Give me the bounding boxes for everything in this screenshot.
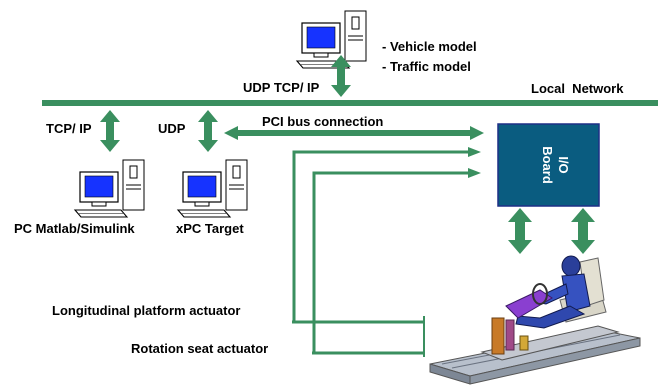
server-network-arrow <box>331 55 351 97</box>
io-board-simulator-arrow-left <box>508 208 532 254</box>
target-pc-label: xPC Target <box>176 221 244 236</box>
io-board-label-line2: Board <box>540 146 555 184</box>
host-pc-protocol-label: TCP/ IP <box>46 121 92 136</box>
io-board-label-line1: I/O <box>556 156 571 173</box>
target-pc-network-arrow <box>198 110 218 152</box>
host-computer-icon <box>74 159 145 218</box>
local-network-bus <box>42 100 658 106</box>
rotation-actuator-signal-line <box>312 168 481 353</box>
pci-bus-label: PCI bus connection <box>262 114 383 129</box>
io-board-box <box>497 123 600 207</box>
target-computer-icon <box>177 159 248 218</box>
server-role-traffic-model: - Traffic model <box>382 59 471 74</box>
target-pc-protocol-label: UDP <box>158 121 186 136</box>
rotation-actuator-label: Rotation seat actuator <box>131 341 268 356</box>
server-computer-icon <box>296 10 367 69</box>
longitudinal-actuator-label: Longitudinal platform actuator <box>52 303 241 318</box>
host-pc-network-arrow <box>100 110 120 152</box>
host-pc-label: PC Matlab/Simulink <box>14 221 135 236</box>
driving-simulator-platform-illustration <box>429 255 641 385</box>
server-protocol-label: UDP TCP/ IP <box>243 80 320 95</box>
io-board-simulator-arrow-right <box>571 208 595 254</box>
local-network-label: Local Network <box>531 81 624 96</box>
pci-bus-arrow <box>224 126 484 140</box>
longitudinal-actuator-signal-line <box>292 147 481 322</box>
server-role-vehicle-model: - Vehicle model <box>382 39 477 54</box>
